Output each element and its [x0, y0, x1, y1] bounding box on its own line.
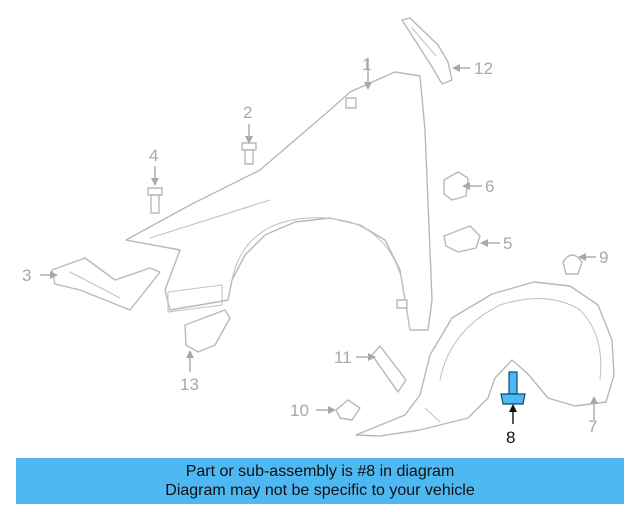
part-4-screw — [147, 187, 163, 214]
part-1-fender — [125, 71, 433, 331]
parts-diagram: 1 2 3 4 5 6 7 8 9 10 11 12 13 — [22, 17, 615, 447]
callout-11: 11 — [334, 348, 352, 367]
part-9-clip — [562, 254, 583, 275]
callout-4: 4 — [149, 146, 158, 165]
callout-2: 2 — [243, 103, 252, 122]
part-6-clip — [443, 171, 469, 201]
banner-line-1: Part or sub-assembly is #8 in diagram — [185, 463, 455, 480]
part-11-pad — [371, 345, 407, 393]
callout-6: 6 — [485, 177, 494, 196]
info-banner: Part or sub-assembly is #8 in diagram Di… — [16, 458, 624, 504]
part-12-trim — [401, 17, 453, 85]
callout-8: 8 — [506, 428, 515, 447]
callout-5: 5 — [503, 234, 512, 253]
part-8-screw — [500, 371, 526, 405]
part-3-bracket — [51, 257, 161, 311]
part-13-bracket — [184, 309, 231, 353]
part-10-nut — [335, 399, 361, 421]
callout-12: 12 — [474, 59, 493, 78]
callout-7: 7 — [588, 417, 597, 436]
callout-10: 10 — [290, 401, 309, 420]
callout-3: 3 — [22, 266, 31, 285]
callout-1: 1 — [362, 55, 371, 74]
callout-9: 9 — [599, 248, 608, 267]
part-5-bracket — [443, 225, 481, 253]
part-7-liner — [355, 281, 615, 437]
callout-13: 13 — [180, 375, 199, 394]
part-2-bolt — [241, 142, 257, 165]
banner-line-2: Diagram may not be specific to your vehi… — [165, 482, 475, 499]
